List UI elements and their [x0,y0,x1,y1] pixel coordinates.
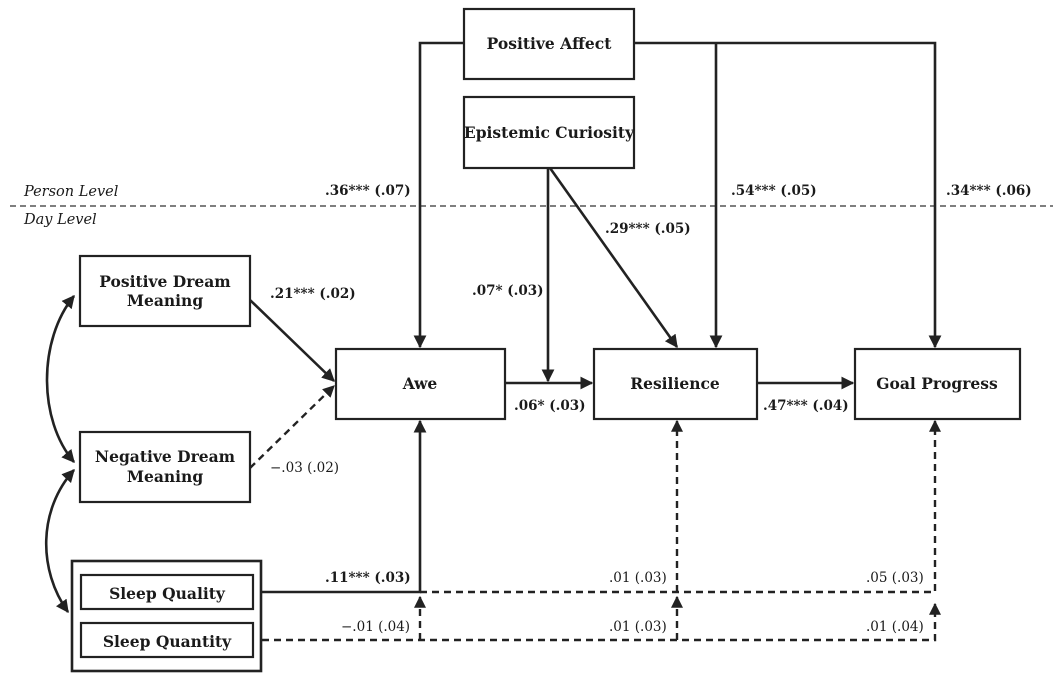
coef-sleep-quality-awe: .11*** (.03) [325,570,411,586]
sleep-quantity-box [79,621,255,659]
path-sleep-quality-to-goal-progress [420,419,941,594]
path-negative-dream-to-awe [249,385,335,469]
coef-negative-dream-awe: −.03 (.02) [270,460,339,476]
day-level-label: Day Level [23,212,97,228]
goal-progress-label: Goal Progress [876,374,998,393]
negative-dream-meaning-label-line1: Negative Dream [95,447,236,466]
goal-progress-box [853,347,1022,421]
coef-sleep-quality-goal: .05 (.03) [866,570,924,586]
epistemic-curiosity-label: Epistemic Curiosity [464,123,635,142]
covariance-negative-dream-sleep [44,469,75,614]
coef-epistemic-curiosity-path: .07* (.03) [472,283,544,299]
coef-sleep-quality-resilience: .01 (.03) [609,570,667,586]
path-positive-affect-to-goal-progress [634,41,942,349]
positive-dream-meaning-box [78,254,252,328]
path-positive-dream-to-awe [249,299,335,382]
resilience-box [592,347,759,421]
awe-label: Awe [402,374,438,393]
negative-dream-meaning-box [78,430,252,504]
coef-sleep-quantity-awe: −.01 (.04) [341,619,410,635]
negative-dream-meaning-label-line2: Meaning [127,467,203,486]
coef-positive-affect-resilience: .54*** (.05) [731,183,817,199]
positive-dream-meaning-label-line2: Meaning [127,291,203,310]
coef-positive-affect-goal: .34*** (.06) [946,183,1032,199]
coef-sleep-quantity-goal: .01 (.04) [866,619,924,635]
coef-epistemic-curiosity-resilience: .29*** (.05) [605,221,691,237]
sleep-quality-box [79,573,255,611]
person-level-label: Person Level [23,184,119,200]
path-epistemic-curiosity-to-resilience [548,167,679,349]
coef-resilience-goal: .47*** (.04) [763,398,849,414]
positive-affect-label: Positive Affect [487,34,613,53]
coef-positive-affect-awe: .36*** (.07) [325,183,411,199]
coef-positive-dream-awe: .21*** (.02) [270,286,356,302]
sleep-quantity-label: Sleep Quantity [103,632,232,651]
covariance-positive-negative-dream [45,294,76,463]
coef-sleep-quantity-resilience: .01 (.03) [609,619,667,635]
coef-awe-resilience: .06* (.03) [514,398,586,414]
awe-box [334,347,507,421]
sleep-quality-label: Sleep Quality [109,584,226,603]
resilience-label: Resilience [630,374,720,393]
path-sleep-quality-to-awe [262,419,427,594]
path-sleep-quantity [262,602,941,642]
positive-dream-meaning-label-line1: Positive Dream [99,272,231,291]
path-positive-affect-to-awe [413,41,464,349]
epistemic-curiosity-box [462,95,636,170]
positive-affect-box [462,7,636,81]
